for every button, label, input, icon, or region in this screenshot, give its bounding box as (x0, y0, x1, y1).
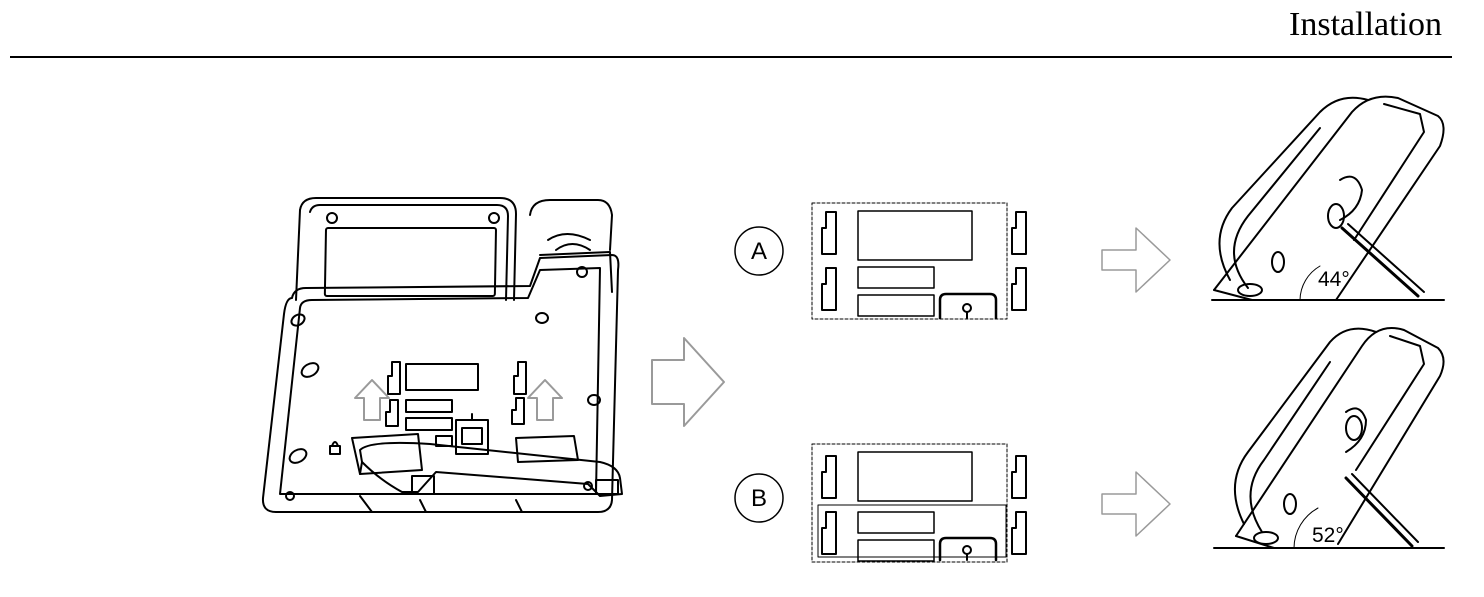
right-arrow-main (651, 337, 725, 427)
phone-side-52 (1213, 327, 1445, 549)
header-rule (10, 56, 1452, 58)
phone-back-illustration (261, 197, 623, 513)
page-title: Installation (1289, 6, 1442, 43)
right-arrow-a (1101, 227, 1171, 293)
phone-side-44 (1211, 95, 1445, 301)
right-arrow-b (1101, 471, 1171, 537)
option-b: 52° B (734, 327, 1445, 563)
option-b-label: B (751, 485, 767, 512)
option-a: 44° A (734, 95, 1445, 320)
angle-label-b: 52° (1312, 524, 1344, 547)
option-a-label: A (751, 238, 767, 265)
angle-label-a: 44° (1318, 268, 1350, 291)
